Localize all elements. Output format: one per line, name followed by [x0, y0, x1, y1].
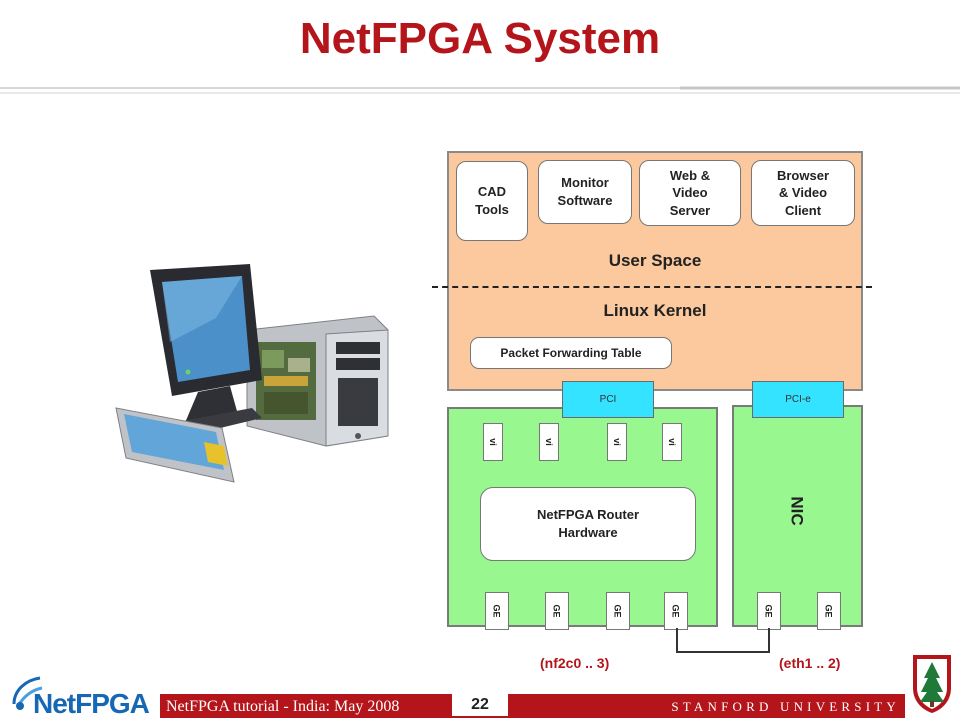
netfpga-interface-mark: vi	[539, 423, 559, 461]
user-space-label: User Space	[608, 251, 702, 270]
linux-kernel-label: Linux Kernel	[603, 301, 707, 320]
netfpga-interface-mark: vi	[662, 423, 682, 461]
nic-interface-names: (eth1 .. 2)	[779, 655, 841, 671]
computer-illustration	[115, 264, 389, 483]
user-kernel-divider	[432, 286, 872, 288]
nic-board	[732, 405, 863, 627]
nic-ge-port: GE	[817, 592, 841, 630]
slide-title: NetFPGA System	[299, 14, 661, 63]
netfpga-router-hardware-box: NetFPGA Router Hardware	[480, 487, 696, 561]
web-video-server-box: Web & Video Server	[639, 160, 741, 226]
netfpga-interface-mark: vi	[483, 423, 503, 461]
loopback-cable	[676, 628, 770, 653]
header-rules	[0, 86, 960, 94]
netfpga-ge-port: GE	[485, 592, 509, 630]
netfpga-ge-port: GE	[545, 592, 569, 630]
netfpga-ge-port: GE	[606, 592, 630, 630]
netfpga-interface-mark: vi	[607, 423, 627, 461]
pci-e-bus-box: PCI-e	[752, 381, 844, 418]
footer-tutorial-text: NetFPGA tutorial - India: May 2008	[166, 698, 400, 715]
browser-video-client-box: Browser & Video Client	[751, 160, 855, 226]
packet-forwarding-table-box: Packet Forwarding Table	[470, 337, 672, 369]
netfpga-ge-port: GE	[664, 592, 688, 630]
stanford-university-text: STANFORD UNIVERSITY	[671, 699, 900, 714]
stanford-tree-seal-icon	[913, 655, 951, 713]
netfpga-logo-icon	[12, 676, 43, 710]
pci-bus-box: PCI	[562, 381, 654, 418]
monitor-software-box: Monitor Software	[538, 160, 632, 224]
footer-bar	[160, 694, 905, 718]
netfpga-logo-text: NetFPGA	[33, 688, 150, 719]
cad-tools-box: CAD Tools	[456, 161, 528, 241]
netfpga-interface-names: (nf2c0 .. 3)	[540, 655, 610, 671]
nic-label: NIC	[788, 496, 807, 526]
nic-ge-port: GE	[757, 592, 781, 630]
page-number: 22	[452, 694, 508, 716]
